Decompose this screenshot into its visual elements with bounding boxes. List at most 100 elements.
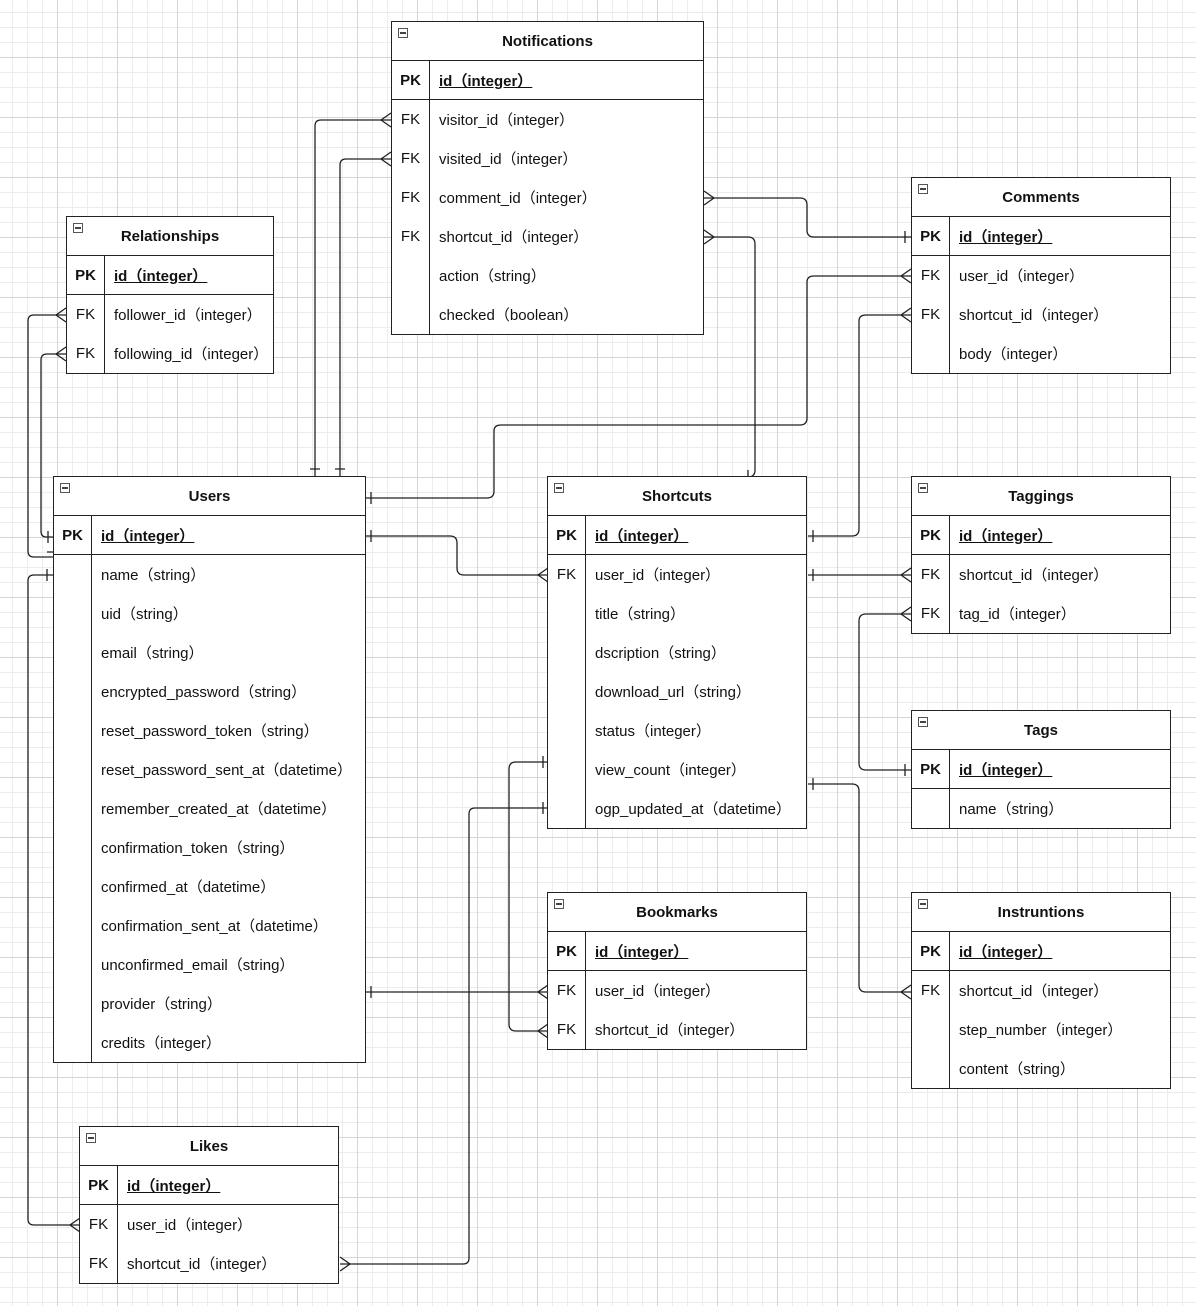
field-row[interactable]: name（string） <box>54 555 365 594</box>
key-marker: FK <box>80 1244 118 1283</box>
key-marker: FK <box>548 971 586 1010</box>
field-row[interactable]: confirmation_token（string） <box>54 828 365 867</box>
field-row[interactable]: confirmation_sent_at（datetime） <box>54 906 365 945</box>
field-row[interactable]: body（integer） <box>912 334 1170 373</box>
key-marker <box>54 789 92 828</box>
collapse-icon[interactable] <box>554 899 564 909</box>
field-name: remember_created_at（datetime） <box>101 801 337 818</box>
key-marker: FK <box>912 256 950 295</box>
key-marker <box>548 711 586 750</box>
field-row[interactable]: provider（string） <box>54 984 365 1023</box>
edge-users-likes <box>27 574 80 1226</box>
collapse-icon[interactable] <box>918 483 928 493</box>
field-row[interactable]: ogp_updated_at（datetime） <box>548 789 806 828</box>
collapse-icon[interactable] <box>86 1133 96 1143</box>
field-name: id（integer） <box>439 72 533 90</box>
field-name: confirmed_at（datetime） <box>101 879 276 896</box>
field-row[interactable]: step_number（integer） <box>912 1010 1170 1049</box>
key-marker <box>912 789 950 828</box>
field-row[interactable]: reset_password_token（string） <box>54 711 365 750</box>
field-name: confirmation_sent_at（datetime） <box>101 918 328 935</box>
key-marker: FK <box>392 139 430 178</box>
field-name: confirmation_token（string） <box>101 840 295 857</box>
field-row[interactable]: uid（string） <box>54 594 365 633</box>
collapse-icon[interactable] <box>73 223 83 233</box>
key-marker: FK <box>67 295 105 334</box>
field-row[interactable]: encrypted_password（string） <box>54 672 365 711</box>
field-name: reset_password_sent_at（datetime） <box>101 762 352 779</box>
field-row[interactable]: name（string） <box>912 789 1170 828</box>
key-marker: PK <box>912 217 950 255</box>
field-row[interactable]: checked（boolean） <box>392 295 703 334</box>
key-marker: PK <box>67 256 105 294</box>
collapse-icon[interactable] <box>918 717 928 727</box>
entity-title: Relationships <box>120 227 220 245</box>
collapse-icon[interactable] <box>918 899 928 909</box>
key-marker <box>54 1023 92 1062</box>
key-marker <box>912 334 950 373</box>
field-row[interactable]: title（string） <box>548 594 806 633</box>
field-row[interactable]: download_url（string） <box>548 672 806 711</box>
field-name: id（integer） <box>127 1177 221 1195</box>
collapse-icon[interactable] <box>398 28 408 38</box>
collapse-icon[interactable] <box>554 483 564 493</box>
field-row[interactable]: dscription（string） <box>548 633 806 672</box>
collapse-icon[interactable] <box>918 184 928 194</box>
field-row[interactable]: unconfirmed_email（string） <box>54 945 365 984</box>
key-marker: FK <box>392 100 430 139</box>
field-row[interactable]: action（string） <box>392 256 703 295</box>
field-name: shortcut_id（integer） <box>959 983 1109 1000</box>
field-row[interactable]: status（integer） <box>548 711 806 750</box>
field-row[interactable]: email（string） <box>54 633 365 672</box>
collapse-icon[interactable] <box>60 483 70 493</box>
field-row[interactable]: content（string） <box>912 1049 1170 1088</box>
field-row[interactable]: confirmed_at（datetime） <box>54 867 365 906</box>
field-row[interactable]: reset_password_sent_at（datetime） <box>54 750 365 789</box>
field-row[interactable]: view_count（integer） <box>548 750 806 789</box>
entity-title: Comments <box>1002 188 1080 206</box>
entity-title: Users <box>188 487 231 505</box>
field-row[interactable]: credits（integer） <box>54 1023 365 1062</box>
key-marker <box>54 945 92 984</box>
field-name: view_count（integer） <box>595 762 746 779</box>
field-name: encrypted_password（string） <box>101 684 307 701</box>
field-row[interactable]: remember_created_at（datetime） <box>54 789 365 828</box>
